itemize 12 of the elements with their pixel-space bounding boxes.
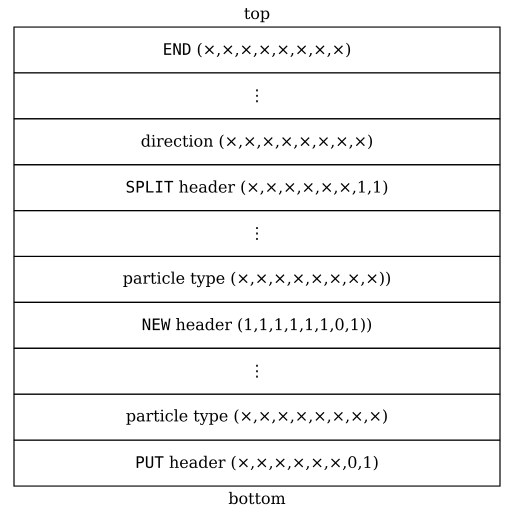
stack-row: particle type (×,×,×,×,×,×,×,×)): [13, 256, 501, 303]
stack-row: END (×,×,×,×,×,×,×,×): [13, 26, 501, 74]
stack-row: direction (×,×,×,×,×,×,×,×): [13, 118, 501, 166]
stack-row: SPLIT header (×,×,×,×,×,×,1,1): [13, 164, 501, 212]
stack-row: PUT header (×,×,×,×,×,×,0,1): [13, 440, 501, 487]
stack-row: NEW header (1,1,1,1,1,1,0,1)): [13, 302, 501, 349]
stack-end-label: top: [244, 8, 270, 22]
stack-end-label: bottom: [228, 492, 286, 504]
stack-row: ⋮: [13, 210, 501, 258]
stack-row: ⋮: [13, 348, 501, 395]
stack-row: ⋮: [13, 72, 501, 120]
stack-row: particle type (×,×,×,×,×,×,×,×): [13, 394, 501, 441]
